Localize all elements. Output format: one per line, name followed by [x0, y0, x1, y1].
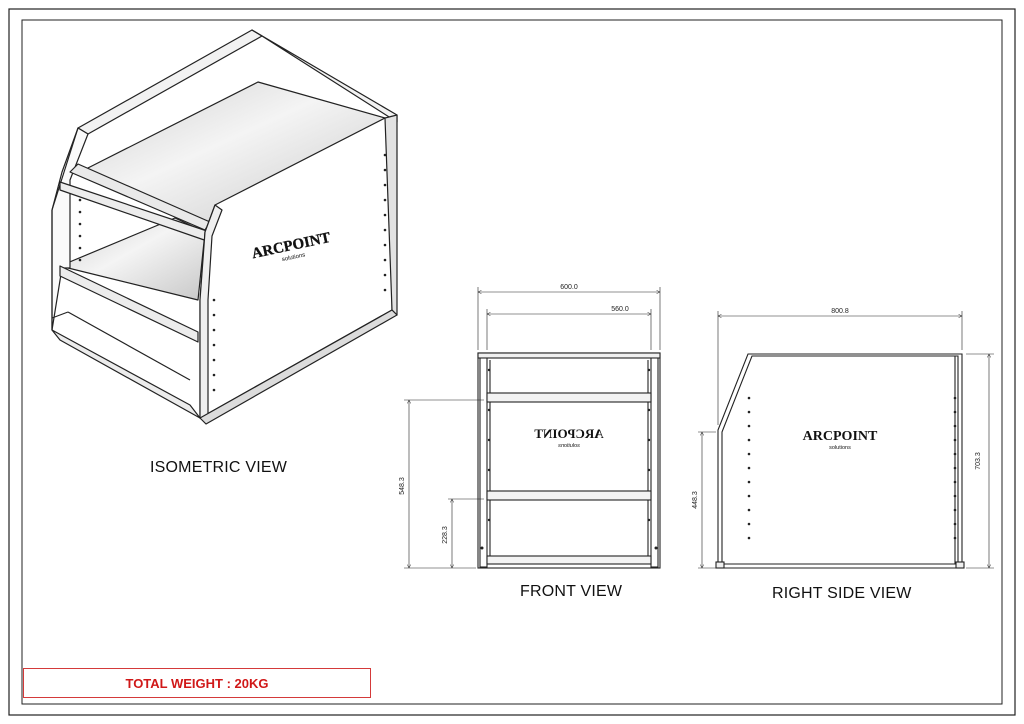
dim-front-width-inner: 560.0	[611, 306, 629, 313]
side-logo-tagline: solutions	[829, 445, 851, 451]
total-weight-box: TOTAL WEIGHT : 20KG	[23, 668, 371, 698]
dim-front-width-outer: 600.0	[560, 284, 578, 291]
logo-tagline-mirrored: solutions	[558, 443, 580, 449]
right-side-view	[715, 353, 965, 569]
front-lower-shelf	[486, 490, 652, 501]
side-dimensions	[698, 311, 994, 569]
dim-side-height: 703.3	[975, 452, 982, 470]
side-logo: ARCPOINT solutions	[803, 429, 878, 451]
isometric-view	[51, 29, 398, 425]
dim-front-height-upper: 548.3	[399, 477, 406, 495]
front-view	[477, 352, 661, 569]
front-logo: ARCPOINT solutions	[534, 426, 604, 449]
right-side-view-label: RIGHT SIDE VIEW	[772, 585, 912, 602]
front-dimensions	[404, 287, 661, 569]
isometric-view-label: ISOMETRIC VIEW	[150, 459, 288, 476]
dim-front-height-lower: 228.3	[442, 526, 449, 544]
logo-brand-mirrored: ARCPOINT	[534, 426, 604, 441]
front-upper-shelf	[486, 392, 652, 403]
logo-tagline: solutions	[281, 252, 305, 263]
outer-border	[8, 8, 1016, 716]
dim-side-depth: 800.8	[831, 308, 849, 315]
inner-border	[21, 19, 1003, 705]
total-weight-text: TOTAL WEIGHT : 20KG	[125, 676, 269, 691]
front-view-label: FRONT VIEW	[520, 583, 623, 600]
dim-side-front-height: 448.3	[692, 491, 699, 509]
side-logo-brand: ARCPOINT	[803, 429, 878, 444]
